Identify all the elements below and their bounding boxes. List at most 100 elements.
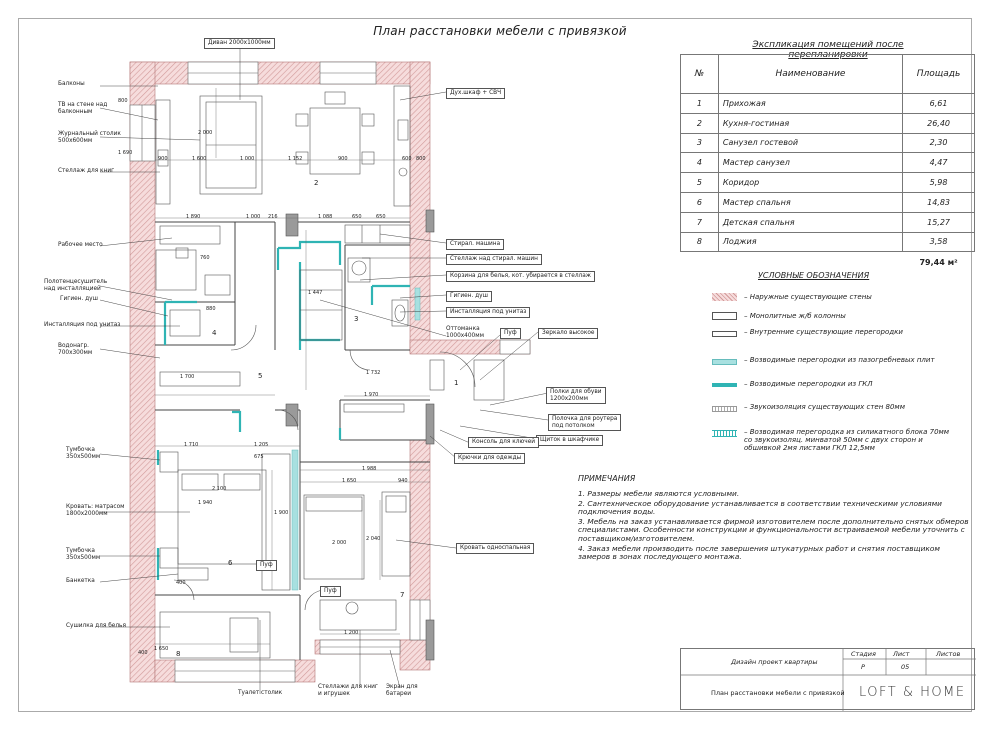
dim-1710: 1 710 [184,442,199,448]
dim-400b: 400 [176,580,186,586]
dim-800b: 800 [416,156,426,162]
dim-2100: 2 100 [212,486,227,492]
dim-1970: 1 970 [364,392,379,398]
room-number-8: 8 [176,650,181,658]
room-number-4: 4 [212,329,217,337]
title-block: Дизайн проект квартиры Стадия Лист Листо… [680,648,976,711]
sheet-frame [18,18,972,712]
explication-total: 79,44 м² [919,257,958,267]
dim-2040: 2 040 [366,536,381,542]
room-number-1: 1 [454,379,459,387]
label-master-bed: Кровать: матрасом 1800х2000мм [66,504,125,517]
label-installation-2: Инсталляция под унитаз [446,307,531,318]
cell-area: 14,83 [902,191,975,213]
explication-header-area: Площадь [902,54,975,94]
cell-area: 6,61 [902,93,975,114]
note-item: 4. Заказ мебели производить после заверш… [578,543,940,562]
label-dryer-rack: Сушилка для белья [66,623,126,629]
cell-area: 4,47 [902,152,975,174]
cell-name: Мастер санузел [717,152,904,174]
label-ottoman: Оттоманка 1000х400мм [446,326,484,339]
dim-1650: 1 650 [342,478,357,484]
columns [285,209,435,661]
label-towel-dryer: Полотенцесушитель над инсталляцией [44,279,108,292]
windows [129,61,531,683]
cell-area: 15,27 [902,211,975,233]
label-washer-shelf: Стеллаж над стирал. машин [446,254,542,265]
label-balkon: Балконы [58,81,85,87]
label-laundry-basket: Корзина для белья, кот. убирается в стел… [446,271,596,282]
leader-lines [99,44,549,693]
dim-1200: 1 200 [344,630,359,636]
dim-1900: 1 900 [274,510,289,516]
dim-1700: 1 700 [180,374,195,380]
stamp-sheet: 05 [901,663,910,671]
label-shield: Щиток в шкафчике [536,435,604,446]
legend-text: – Наружные существующие стены [744,293,872,301]
stamp-sheet-name: План расстановки мебели с привязкой [711,689,845,697]
legend-swatch [712,312,737,320]
dim-1000a: 1 000 [240,156,255,162]
dim-880: 880 [206,306,216,312]
label-divan: Диван 2000х1000мм [204,38,275,49]
cell-num: 7 [680,211,719,233]
label-nightstand-1: Тумбочка 350х500мм [66,447,101,460]
dim-940: 940 [398,478,408,484]
dim-1650b: 1 650 [154,646,169,652]
legend-title: УСЛОВНЫЕ ОБОЗНАЧЕНИЯ [758,271,870,280]
dim-760: 760 [200,255,210,261]
legend-text: – Монолитные ж/б колонны [744,312,846,320]
dim-1152: 1 152 [288,156,303,162]
label-coffee-table: Журнальный столик 500х600мм [58,131,121,144]
legend-swatch [712,359,737,365]
dim-2000a: 2 000 [198,130,213,136]
stamp-sheets-label: Листов [936,650,961,658]
label-hygienic-shower-2: Гигиен. душ [446,291,492,302]
legend-text: – Возводимые перегородки из ГКЛ [744,380,873,388]
company-logo: LOFT & HOME [859,685,966,700]
cell-area: 26,40 [902,112,975,134]
label-workplace: Рабочее место [58,242,103,248]
room-number-6: 6 [228,559,233,567]
cell-area: 2,30 [902,132,975,154]
label-pouf-child: Пуф [320,586,341,597]
stamp-stage-label: Стадия [851,650,876,658]
dim-900b: 900 [158,156,168,162]
notes-list: 1. Размеры мебели являются условными. 2.… [578,489,973,563]
legend-text: – Возводимые перегородки из пазогребневы… [744,356,935,364]
label-nightstand-2: Тумбочка 350х500мм [66,548,101,561]
dim-650a: 650 [352,214,362,220]
furniture [155,85,505,659]
explication-header-name: Наименование [717,54,904,94]
label-hygienic-shower-1: Гигиен. душ [60,296,98,302]
dim-1732: 1 732 [366,370,381,376]
dim-1600: 1 600 [192,156,207,162]
label-tv: ТВ на стене над балконным [58,102,108,115]
label-hooks: Крючки для одежды [454,453,526,464]
cell-name: Коридор [717,172,904,193]
room-number-7: 7 [400,591,405,599]
dim-1000b: 1 000 [246,214,261,220]
label-pouf-master: Пуф [256,560,277,571]
legend-swatch [712,331,737,337]
cell-num: 6 [680,191,719,213]
dim-2000b: 2 000 [332,540,347,546]
dim-900a: 900 [338,156,348,162]
cell-num: 3 [680,132,719,154]
cell-name: Детская спальня [717,211,904,233]
dim-1447: 1 447 [308,290,323,296]
stamp-stage: Р [861,663,865,671]
label-kids-shelves: Стеллажи для книг и игрушек [318,684,378,697]
dim-1988: 1 988 [362,466,377,472]
cell-num: 5 [680,172,719,193]
legend-swatch [712,383,737,387]
dim-600a: 600 [402,156,412,162]
room-number-3: 3 [354,315,359,323]
dim-1890: 1 890 [186,214,201,220]
